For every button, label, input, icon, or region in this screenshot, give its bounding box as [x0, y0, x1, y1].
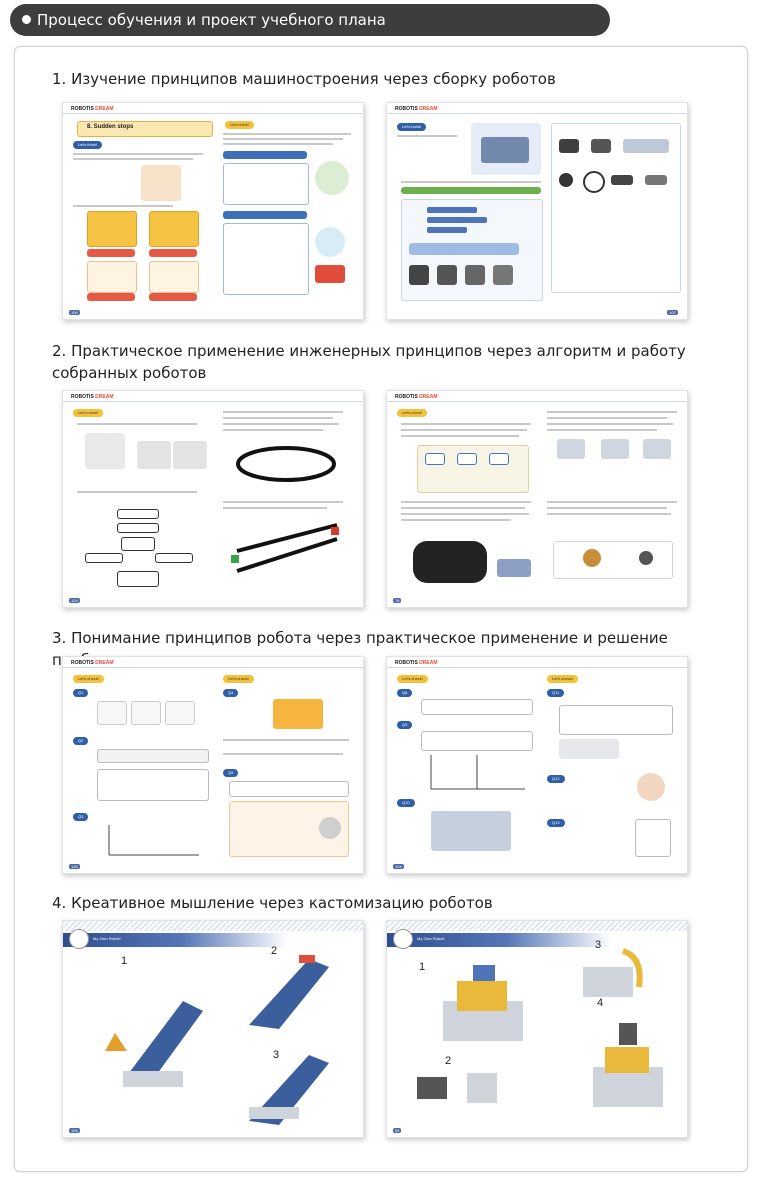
- lesson-title: 8. Sudden stops: [87, 124, 134, 130]
- step-number: 1: [121, 955, 128, 967]
- mascot-icon: [69, 929, 89, 949]
- section-tag: Let's think!: [225, 121, 254, 129]
- coordinate-sketch: [430, 755, 525, 790]
- textbook-page-4a: My Own Robot! 1 2 3 106: [62, 920, 364, 1138]
- page-footer: 104: [393, 864, 404, 869]
- bus-image: [87, 211, 137, 247]
- brand-logo: ROBOTIS DREAM: [395, 394, 438, 400]
- textbook-page-2b: ROBOTIS DREAM Let's move! 78: [386, 390, 688, 608]
- lesson-title-box: [77, 121, 213, 137]
- section-tag: My Own Robot!: [417, 936, 445, 941]
- page-footer: 126: [69, 864, 80, 869]
- tree-image: [315, 161, 349, 195]
- section-tag: Let's think!: [73, 141, 102, 149]
- step-number: 2: [271, 945, 278, 957]
- section-tag: Let's check!: [397, 675, 428, 683]
- robot-assembly-illustration: [249, 1055, 329, 1125]
- controller-image: [413, 541, 487, 583]
- mascot-icon: [393, 929, 413, 949]
- section-tag: Let's move!: [397, 409, 428, 417]
- header-bar: Процесс обучения и проект учебного плана: [10, 4, 610, 36]
- brand-logo: ROBOTIS DREAM: [395, 106, 438, 112]
- section-title-1: 1. Изучение принципов машиностроения чер…: [52, 70, 556, 88]
- flowchart-start: [117, 509, 159, 519]
- section-tag: Let's move!: [73, 409, 104, 417]
- textbook-page-1b: ROBOTIS DREAM Let's build! 107: [386, 102, 688, 320]
- step-number: 4: [597, 997, 604, 1009]
- page-footer: 106: [69, 310, 80, 315]
- fan-image: [315, 227, 345, 257]
- wing-image: [559, 739, 619, 759]
- robot-assembly-illustration: [593, 1023, 663, 1107]
- robot-assembly-illustration: [105, 1001, 203, 1087]
- bus-image: [273, 699, 323, 729]
- header-title: Процесс обучения и проект учебного плана: [37, 11, 386, 29]
- robot-photo: [85, 433, 125, 469]
- robot-assembly-illustration: [249, 955, 329, 1029]
- page-footer: 54: [393, 1128, 402, 1133]
- robot-assembly-illustration: [583, 948, 643, 997]
- section-title-4: 4. Креативное мышление через кастомизаци…: [52, 894, 493, 912]
- section-tag: Let's check!: [73, 675, 104, 683]
- robot-photo: [137, 441, 171, 469]
- brand-logo: ROBOTIS DREAM: [71, 660, 114, 666]
- step-number: 3: [273, 1049, 280, 1061]
- section-tag: My Own Robot!: [93, 936, 121, 941]
- graph-sketch: [108, 825, 199, 856]
- game-illustration: [553, 541, 673, 579]
- robot-assembly-illustration: [417, 1073, 497, 1103]
- bus-image: [149, 211, 199, 247]
- line-track: [231, 523, 339, 573]
- brand-logo: ROBOTIS DREAM: [71, 394, 114, 400]
- robot-photo: [173, 441, 207, 469]
- car-image: [315, 265, 345, 283]
- brand-logo: ROBOTIS DREAM: [71, 106, 114, 112]
- page-footer: 107: [667, 310, 678, 315]
- robot-assembly-illustration: [443, 965, 523, 1041]
- textbook-page-3a: ROBOTIS DREAM Let's check! Q1 Q2 Q3 Let'…: [62, 656, 364, 874]
- textbook-page-2a: ROBOTIS DREAM Let's move! 124: [62, 390, 364, 608]
- step-number: 2: [445, 1055, 452, 1067]
- diagram: [635, 819, 671, 857]
- page-footer: 124: [69, 598, 80, 603]
- textbook-page-1a: ROBOTIS DREAM 8. Sudden stops Let's thin…: [62, 102, 364, 320]
- page-footer: 106: [69, 1128, 80, 1133]
- bullet-icon: [22, 15, 31, 24]
- child-illustration: [637, 773, 665, 801]
- oval-track: [236, 446, 336, 482]
- robot-photo: [497, 559, 531, 577]
- section-tag: Let's build!: [397, 123, 426, 131]
- brand-logo: ROBOTIS DREAM: [395, 660, 438, 666]
- textbook-page-3b: ROBOTIS DREAM Let's check! Q8 Q9 Q10 Let…: [386, 656, 688, 874]
- textbook-page-4b: My Own Robot! 1 2 3 4 54: [386, 920, 688, 1138]
- child-illustration: [141, 165, 181, 201]
- page-footer: 78: [393, 598, 402, 603]
- robot-photo: [431, 811, 511, 851]
- section-title-2: 2. Практическое применение инженерных пр…: [52, 342, 686, 382]
- step-number: 1: [419, 961, 426, 973]
- step-number: 3: [595, 939, 602, 951]
